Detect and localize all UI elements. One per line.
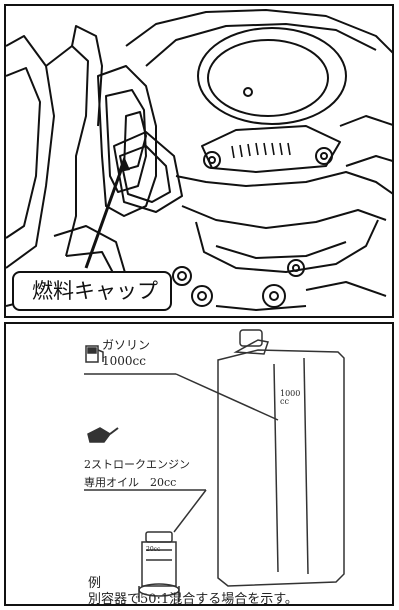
callout-arrow-head: [118, 156, 130, 172]
fuel-mixing-panel: ガソリン 1000cc 1000 cc 2ストロークエンジン 専用オイル 20c…: [4, 322, 394, 606]
bottle-volume-marking: 20cc: [146, 546, 161, 553]
oil-amount-label: 専用オイル 20cc: [84, 476, 177, 489]
mixing-line-drawing: [84, 329, 345, 602]
gasoline-label: ガソリン: [102, 338, 151, 352]
gasoline-amount: 1000cc: [102, 354, 146, 368]
example-title: 例: [88, 576, 102, 591]
engine-illustration-panel: 燃料キャップ: [4, 4, 394, 318]
callout-pointer-line: [84, 161, 126, 269]
oil-type-label: 2ストロークエンジン: [84, 458, 190, 471]
fuel-cap-callout: 燃料キャップ: [12, 271, 172, 311]
can-volume-marking: 1000 cc: [280, 389, 301, 406]
example-description: 別容器で50:1混合する場合を示す。: [88, 592, 298, 606]
